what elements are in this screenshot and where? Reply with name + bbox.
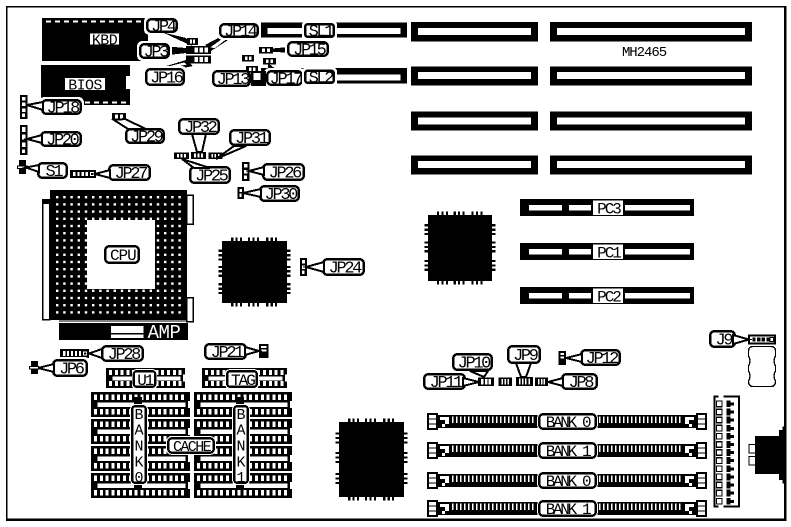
svg-text:1: 1 <box>236 470 245 487</box>
svg-text:PC2: PC2 <box>597 288 621 306</box>
svg-text:A: A <box>236 423 245 440</box>
svg-text:J9: J9 <box>715 332 733 351</box>
svg-text:PC1: PC1 <box>597 244 621 262</box>
svg-text:JP15: JP15 <box>293 42 327 61</box>
svg-text:N: N <box>236 439 245 456</box>
svg-text:JP27: JP27 <box>115 165 148 184</box>
svg-text:JP24: JP24 <box>329 260 363 279</box>
svg-text:KBD: KBD <box>92 32 118 49</box>
svg-text:BANK 1: BANK 1 <box>546 501 591 519</box>
svg-text:AMP: AMP <box>148 322 181 344</box>
svg-text:JP20: JP20 <box>46 132 80 151</box>
svg-text:0: 0 <box>134 470 143 487</box>
svg-text:JP29: JP29 <box>130 129 164 148</box>
svg-text:JP30: JP30 <box>265 186 299 205</box>
svg-text:CACHE: CACHE <box>173 439 212 456</box>
svg-text:N: N <box>134 439 143 456</box>
svg-text:TAG: TAG <box>231 372 255 390</box>
svg-text:BIOS: BIOS <box>68 77 102 94</box>
svg-text:SL1: SL1 <box>309 23 335 42</box>
svg-text:BANK 1: BANK 1 <box>546 443 591 461</box>
svg-text:JP13: JP13 <box>217 71 251 90</box>
svg-text:BANK 0: BANK 0 <box>546 473 591 491</box>
svg-text:JP9: JP9 <box>513 347 539 366</box>
svg-text:JP8: JP8 <box>569 374 595 393</box>
svg-text:JP26: JP26 <box>269 165 303 184</box>
svg-text:U1: U1 <box>137 372 154 390</box>
svg-text:JP3: JP3 <box>144 44 170 63</box>
svg-text:BANK 0: BANK 0 <box>546 414 591 432</box>
svg-text:A: A <box>134 423 143 440</box>
svg-text:K: K <box>134 454 143 471</box>
svg-text:JP17: JP17 <box>270 71 303 90</box>
svg-text:JP11: JP11 <box>430 374 464 393</box>
svg-text:JP14: JP14 <box>224 23 258 42</box>
svg-text:B: B <box>134 407 143 424</box>
svg-text:JP4: JP4 <box>151 18 177 37</box>
svg-text:S1: S1 <box>45 163 63 182</box>
svg-text:JP31: JP31 <box>235 130 269 149</box>
svg-text:K: K <box>236 454 245 471</box>
svg-text:JP6: JP6 <box>59 361 85 380</box>
svg-text:JP25: JP25 <box>195 168 229 187</box>
svg-text:B: B <box>236 407 245 424</box>
svg-text:JP10: JP10 <box>458 355 492 374</box>
svg-text:JP16: JP16 <box>150 70 184 89</box>
svg-text:JP21: JP21 <box>211 344 245 363</box>
svg-text:CPU: CPU <box>110 247 136 265</box>
svg-text:JP12: JP12 <box>586 350 619 369</box>
svg-text:SL2: SL2 <box>309 69 334 88</box>
svg-text:JP18: JP18 <box>47 100 81 119</box>
svg-text:JP28: JP28 <box>108 346 142 365</box>
svg-text:PC3: PC3 <box>597 200 621 218</box>
svg-text:MH2465: MH2465 <box>622 45 667 61</box>
